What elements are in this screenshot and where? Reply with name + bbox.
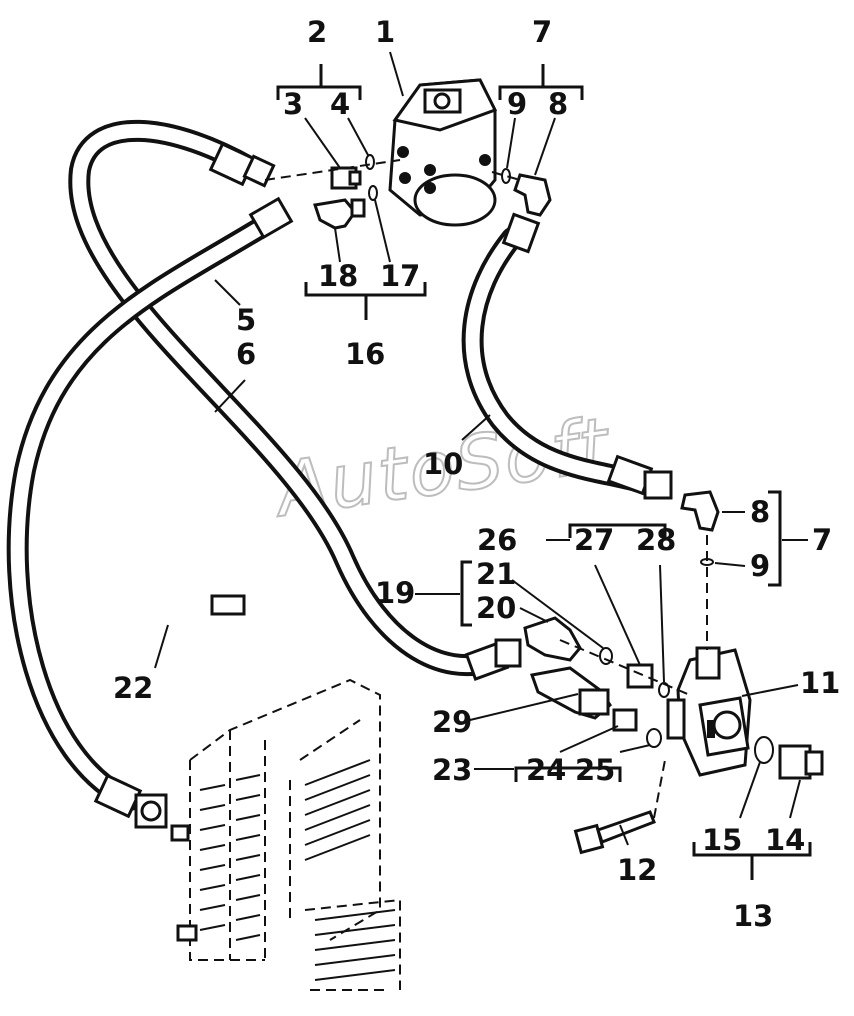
elbow-8-top bbox=[513, 173, 552, 217]
callout-2: 2 bbox=[307, 15, 327, 49]
callout-15: 15 bbox=[702, 823, 742, 857]
callout-20: 20 bbox=[476, 591, 516, 625]
hose-10 bbox=[461, 227, 651, 493]
steering-unit bbox=[388, 78, 498, 227]
o-ring-25 bbox=[646, 728, 662, 748]
callout-10: 10 bbox=[423, 447, 463, 481]
hose-6 bbox=[6, 211, 281, 811]
fitting-3 bbox=[330, 166, 362, 190]
callout-4: 4 bbox=[330, 87, 350, 121]
valve-29 bbox=[530, 666, 612, 720]
callout-22: 22 bbox=[113, 671, 153, 705]
callout-28: 28 bbox=[636, 523, 676, 557]
o-ring-21 bbox=[599, 647, 613, 665]
o-ring-9-top bbox=[501, 168, 511, 184]
oil-cooler bbox=[170, 678, 401, 991]
fitting-27 bbox=[626, 663, 654, 689]
clamp-22 bbox=[133, 583, 246, 623]
leader-lines bbox=[154, 51, 812, 880]
callout-26: 26 bbox=[477, 523, 517, 557]
o-ring-17 bbox=[368, 185, 378, 201]
callout-24: 24 bbox=[526, 753, 566, 787]
elbow-18 bbox=[313, 198, 366, 230]
hose-fittings bbox=[93, 142, 673, 829]
callout-13: 13 bbox=[733, 899, 773, 933]
callout-7-lower: 7 bbox=[812, 523, 832, 557]
callout-29: 29 bbox=[432, 705, 472, 739]
callout-12: 12 bbox=[617, 853, 657, 887]
callout-9: 9 bbox=[507, 87, 527, 121]
callout-11: 11 bbox=[800, 666, 840, 700]
callout-5: 5 bbox=[236, 303, 256, 337]
callout-labels: 1 2 3 4 5 6 7 8 9 10 11 12 13 14 15 16 1… bbox=[113, 15, 840, 933]
callout-23: 23 bbox=[432, 753, 472, 787]
callout-17: 17 bbox=[380, 259, 420, 293]
callout-21: 21 bbox=[476, 557, 516, 591]
bolt-12 bbox=[573, 810, 656, 855]
fitting-14 bbox=[778, 744, 824, 780]
callout-16: 16 bbox=[345, 337, 385, 371]
callout-8: 8 bbox=[548, 87, 568, 121]
fitting-24 bbox=[612, 708, 638, 732]
callout-14: 14 bbox=[765, 823, 805, 857]
callout-18: 18 bbox=[318, 259, 358, 293]
callout-19: 19 bbox=[375, 576, 415, 610]
elbow-20 bbox=[523, 616, 582, 662]
callout-25: 25 bbox=[575, 753, 615, 787]
callout-27: 27 bbox=[574, 523, 614, 557]
o-ring-15 bbox=[754, 736, 774, 764]
o-ring-4 bbox=[365, 154, 375, 170]
callout-1: 1 bbox=[375, 15, 395, 49]
callout-7: 7 bbox=[532, 15, 552, 49]
callout-8-lower: 8 bbox=[750, 495, 770, 529]
callout-3: 3 bbox=[283, 87, 303, 121]
hose-5 bbox=[68, 119, 506, 676]
callout-9-lower: 9 bbox=[750, 549, 770, 583]
callout-6: 6 bbox=[236, 337, 256, 371]
valve-body bbox=[666, 646, 752, 777]
elbow-8-lower bbox=[680, 490, 720, 532]
